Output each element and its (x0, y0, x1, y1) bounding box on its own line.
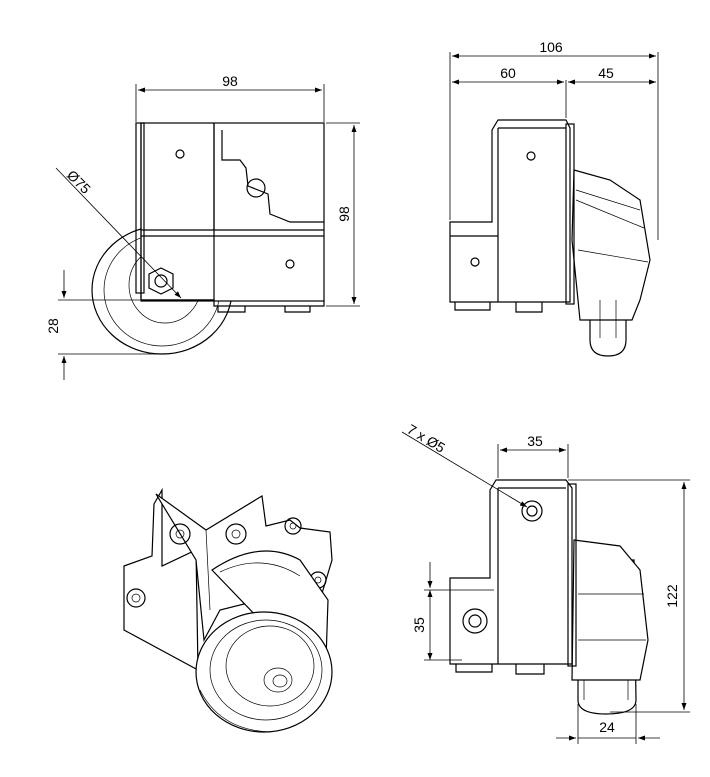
vertical-spacing-label: 35 (411, 617, 427, 633)
wheel-diameter-label: Ø75 (64, 167, 94, 197)
side-view: 106 60 45 (449, 39, 659, 357)
side-body-label: 60 (500, 65, 516, 81)
side-wheel-label: 45 (598, 65, 614, 81)
offset-label: 28 (45, 318, 61, 334)
isometric-view (123, 487, 333, 733)
holes-label: 7 x Ø5 (404, 421, 448, 456)
wheel-width-label: 24 (599, 719, 615, 735)
front-view: 98 98 Ø75 28 (45, 73, 360, 380)
height-122-label: 122 (664, 584, 680, 608)
side-overall-label: 106 (539, 39, 563, 55)
front-width-label: 98 (222, 73, 238, 89)
detail-view: 7 x Ø5 35 35 122 24 (401, 421, 690, 744)
hole-spacing-label: 35 (527, 433, 543, 449)
front-height-label: 98 (336, 206, 352, 222)
